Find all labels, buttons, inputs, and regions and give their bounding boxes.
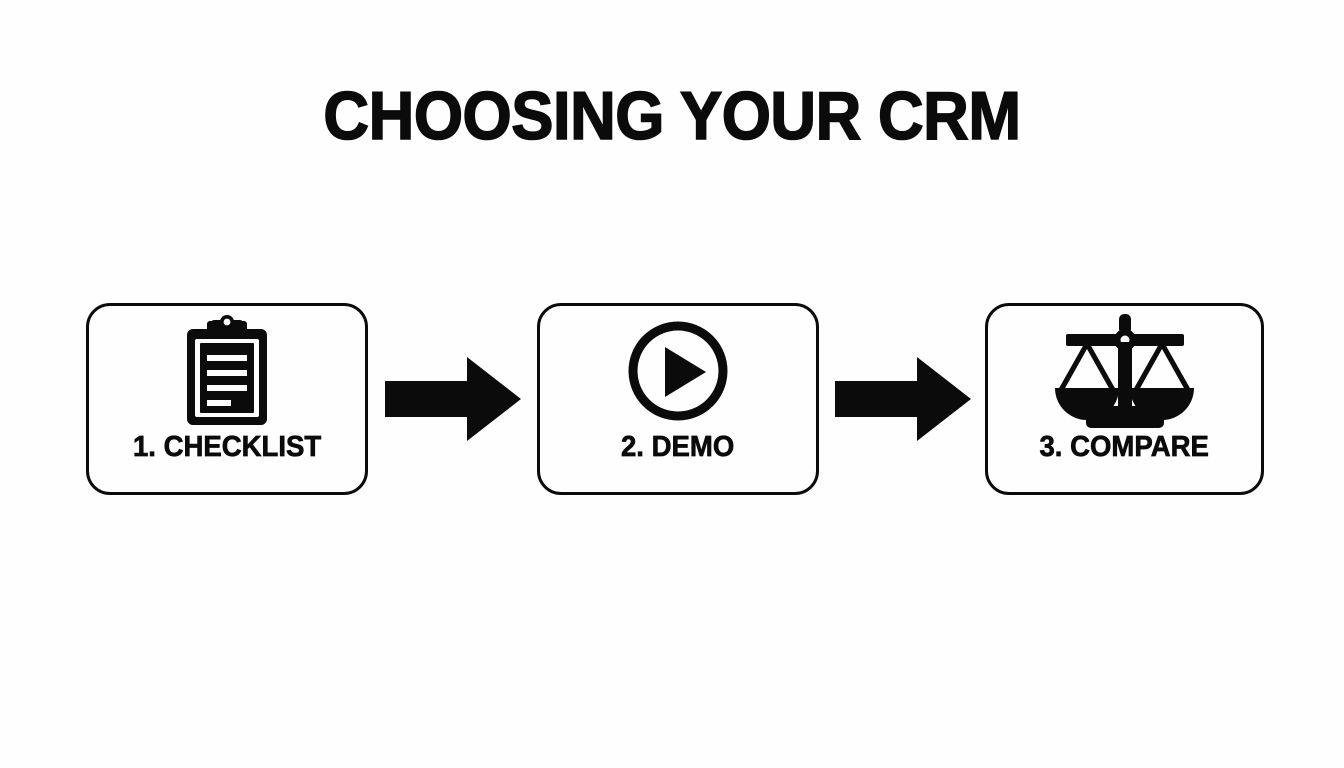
clipboard-icon <box>89 308 365 433</box>
step-label-demo: 2. DEMO <box>621 431 735 463</box>
step-label-compare: 3. COMPARE <box>1039 431 1210 463</box>
arrow-right-icon <box>385 355 521 443</box>
arrow-right-icon <box>835 355 971 443</box>
process-flow: 1. CHECKLIST 2. DEMO <box>86 303 1264 497</box>
step-card-compare[interactable]: 3. COMPARE <box>985 303 1264 495</box>
page-title: CHOOSING YOUR CRM <box>323 78 1022 154</box>
step-label-checklist: 1. CHECKLIST <box>132 431 322 463</box>
play-circle-icon <box>540 308 816 433</box>
balance-scale-icon <box>988 308 1261 433</box>
step-card-checklist[interactable]: 1. CHECKLIST <box>86 303 368 495</box>
step-card-demo[interactable]: 2. DEMO <box>537 303 819 495</box>
